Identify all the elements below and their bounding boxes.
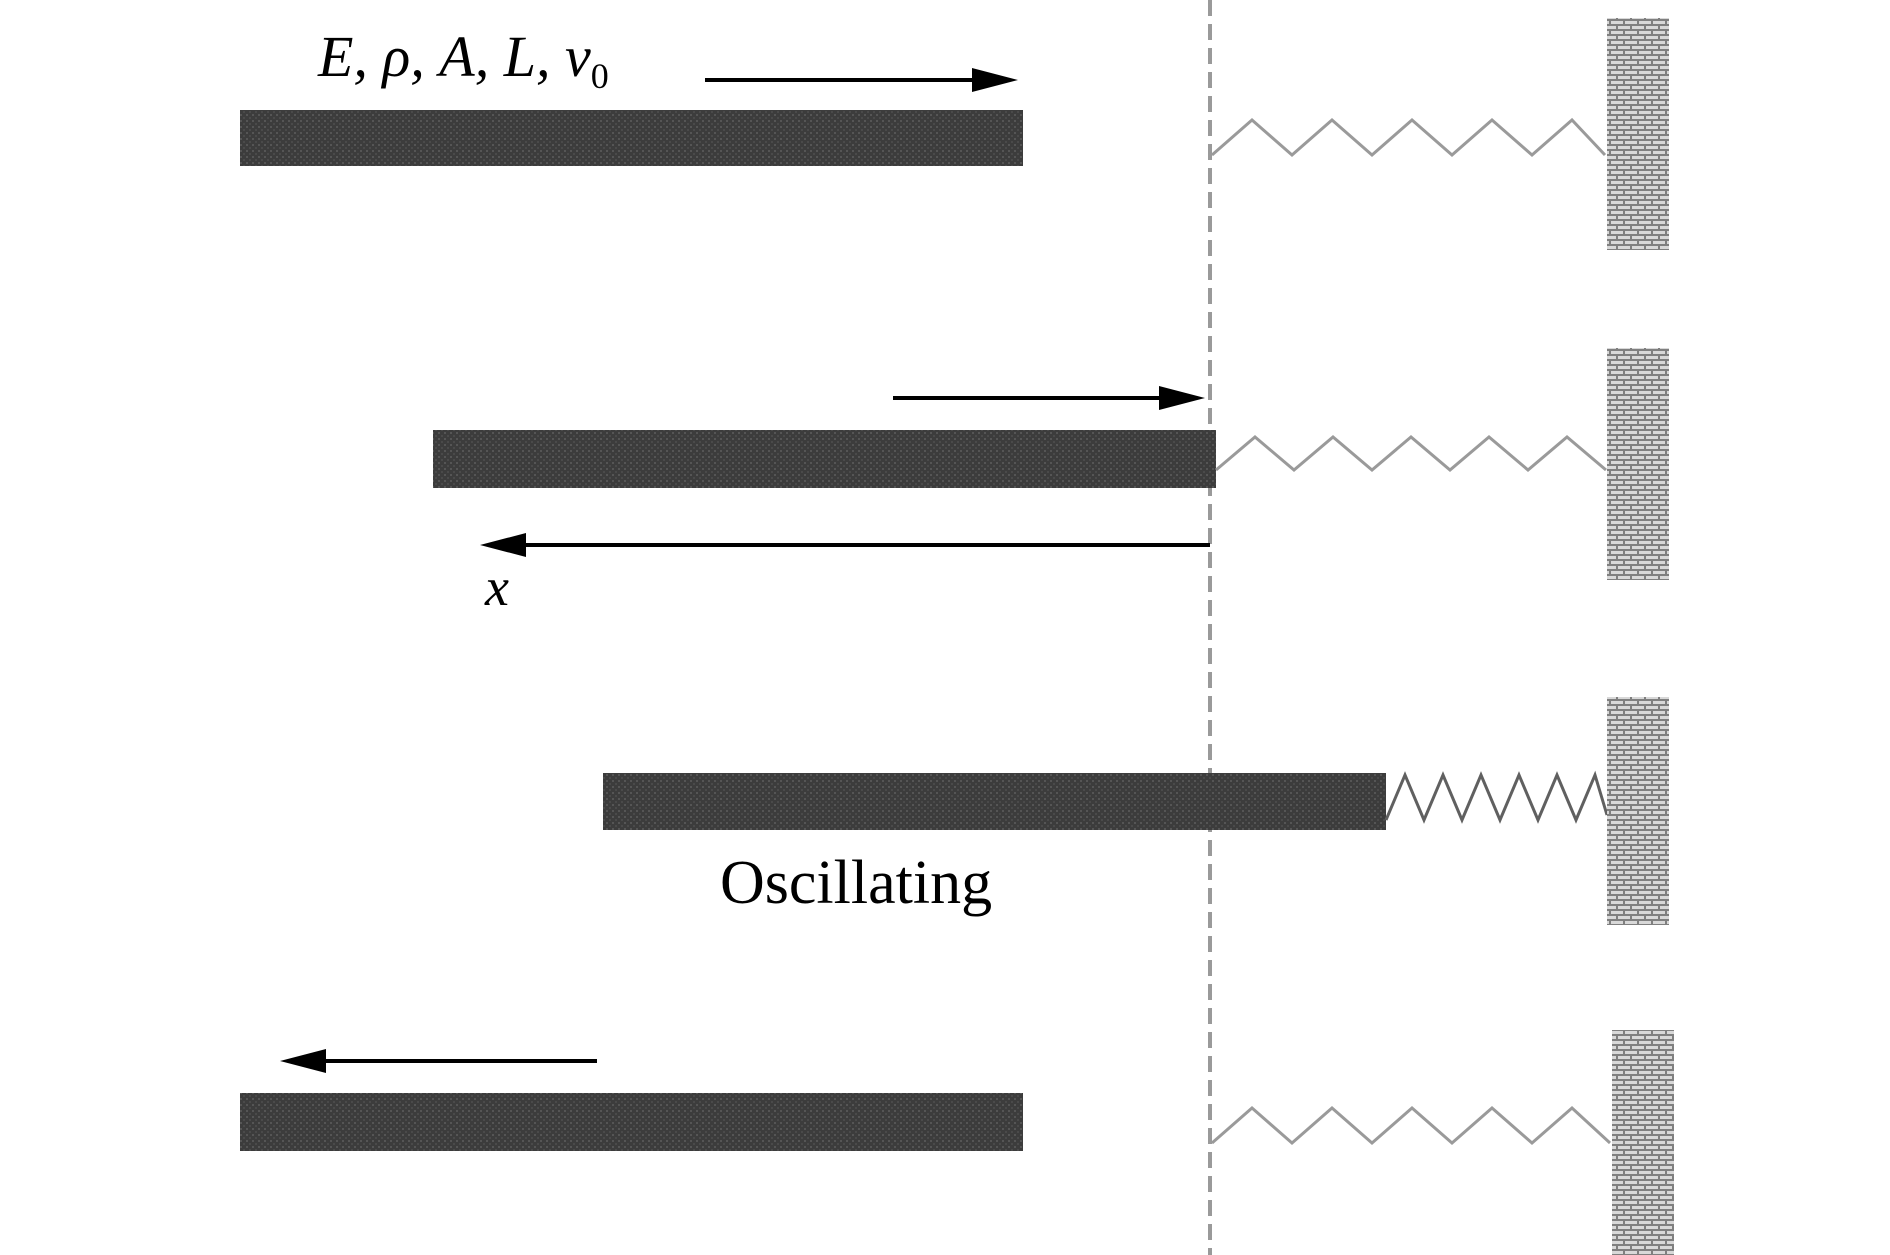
parameters-label: E, ρ, A, L, v0 bbox=[318, 28, 609, 96]
wall bbox=[1612, 1030, 1674, 1255]
rod bbox=[433, 430, 1216, 488]
rod bbox=[240, 1093, 1023, 1151]
rod bbox=[603, 773, 1386, 830]
rod bbox=[240, 110, 1023, 166]
arrow-right-icon bbox=[705, 68, 1018, 92]
spring bbox=[1384, 770, 1609, 824]
stage-rebound bbox=[240, 1030, 1674, 1255]
wall bbox=[1607, 697, 1669, 925]
x-axis-label: x bbox=[485, 557, 509, 617]
stage-compression bbox=[603, 697, 1669, 925]
parameters-subscript: 0 bbox=[590, 56, 609, 96]
wall bbox=[1607, 18, 1669, 250]
parameters-main-text: E, ρ, A, L, v bbox=[318, 24, 591, 89]
stage-approach bbox=[240, 18, 1669, 250]
arrow-left-icon bbox=[280, 1049, 597, 1073]
oscillating-label: Oscillating bbox=[720, 849, 993, 917]
x-axis-arrow-icon bbox=[480, 533, 1210, 557]
arrow-right-icon bbox=[893, 386, 1205, 410]
spring bbox=[1211, 1105, 1612, 1145]
spring bbox=[1215, 435, 1607, 472]
stage-contact bbox=[433, 348, 1669, 580]
spring bbox=[1211, 117, 1607, 157]
wall bbox=[1607, 348, 1669, 580]
